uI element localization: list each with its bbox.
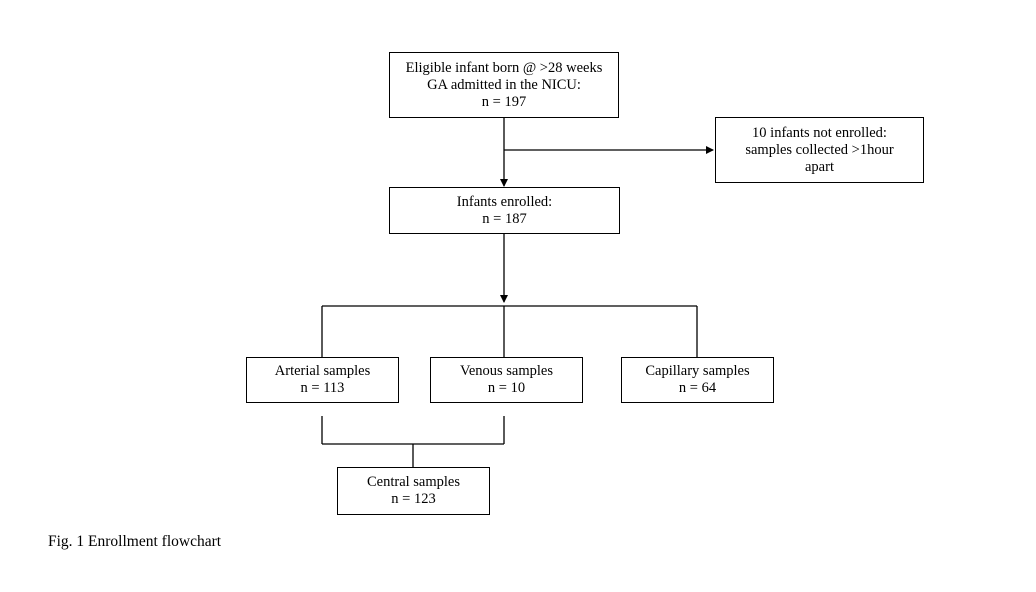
eligible-line-3: n = 197	[481, 93, 527, 110]
central-line-1: Central samples	[366, 474, 461, 490]
capillary-line-2: n = 64	[678, 380, 717, 396]
eligible-infants-box: Eligible infant born @ >28 weeks GA admi…	[389, 52, 619, 118]
capillary-samples-box: Capillary samples n = 64	[621, 357, 774, 403]
arterial-line-1: Arterial samples	[274, 363, 371, 379]
capillary-line-1: Capillary samples	[645, 363, 750, 379]
central-samples-box: Central samples n = 123	[337, 467, 490, 515]
not-enrolled-line-1: 10 infants not enrolled:	[752, 124, 887, 141]
eligible-line-1: Eligible infant born @ >28 weeks	[405, 59, 603, 76]
enrolled-line-1: Infants enrolled:	[456, 193, 553, 210]
venous-samples-box: Venous samples n = 10	[430, 357, 583, 403]
infants-enrolled-box: Infants enrolled: n = 187	[389, 187, 620, 234]
central-line-2: n = 123	[391, 491, 436, 507]
venous-line-1: Venous samples	[459, 363, 554, 379]
enrolled-line-2: n = 187	[482, 210, 527, 227]
not-enrolled-line-3: apart	[805, 158, 834, 175]
arterial-line-2: n = 113	[300, 380, 345, 396]
arterial-samples-box: Arterial samples n = 113	[246, 357, 399, 403]
not-enrolled-box: 10 infants not enrolled: samples collect…	[715, 117, 924, 183]
figure-caption: Fig. 1 Enrollment flowchart	[48, 533, 222, 550]
not-enrolled-line-2: samples collected >1hour	[745, 141, 894, 158]
venous-line-2: n = 10	[487, 380, 526, 396]
eligible-line-2: GA admitted in the NICU:	[427, 76, 581, 93]
